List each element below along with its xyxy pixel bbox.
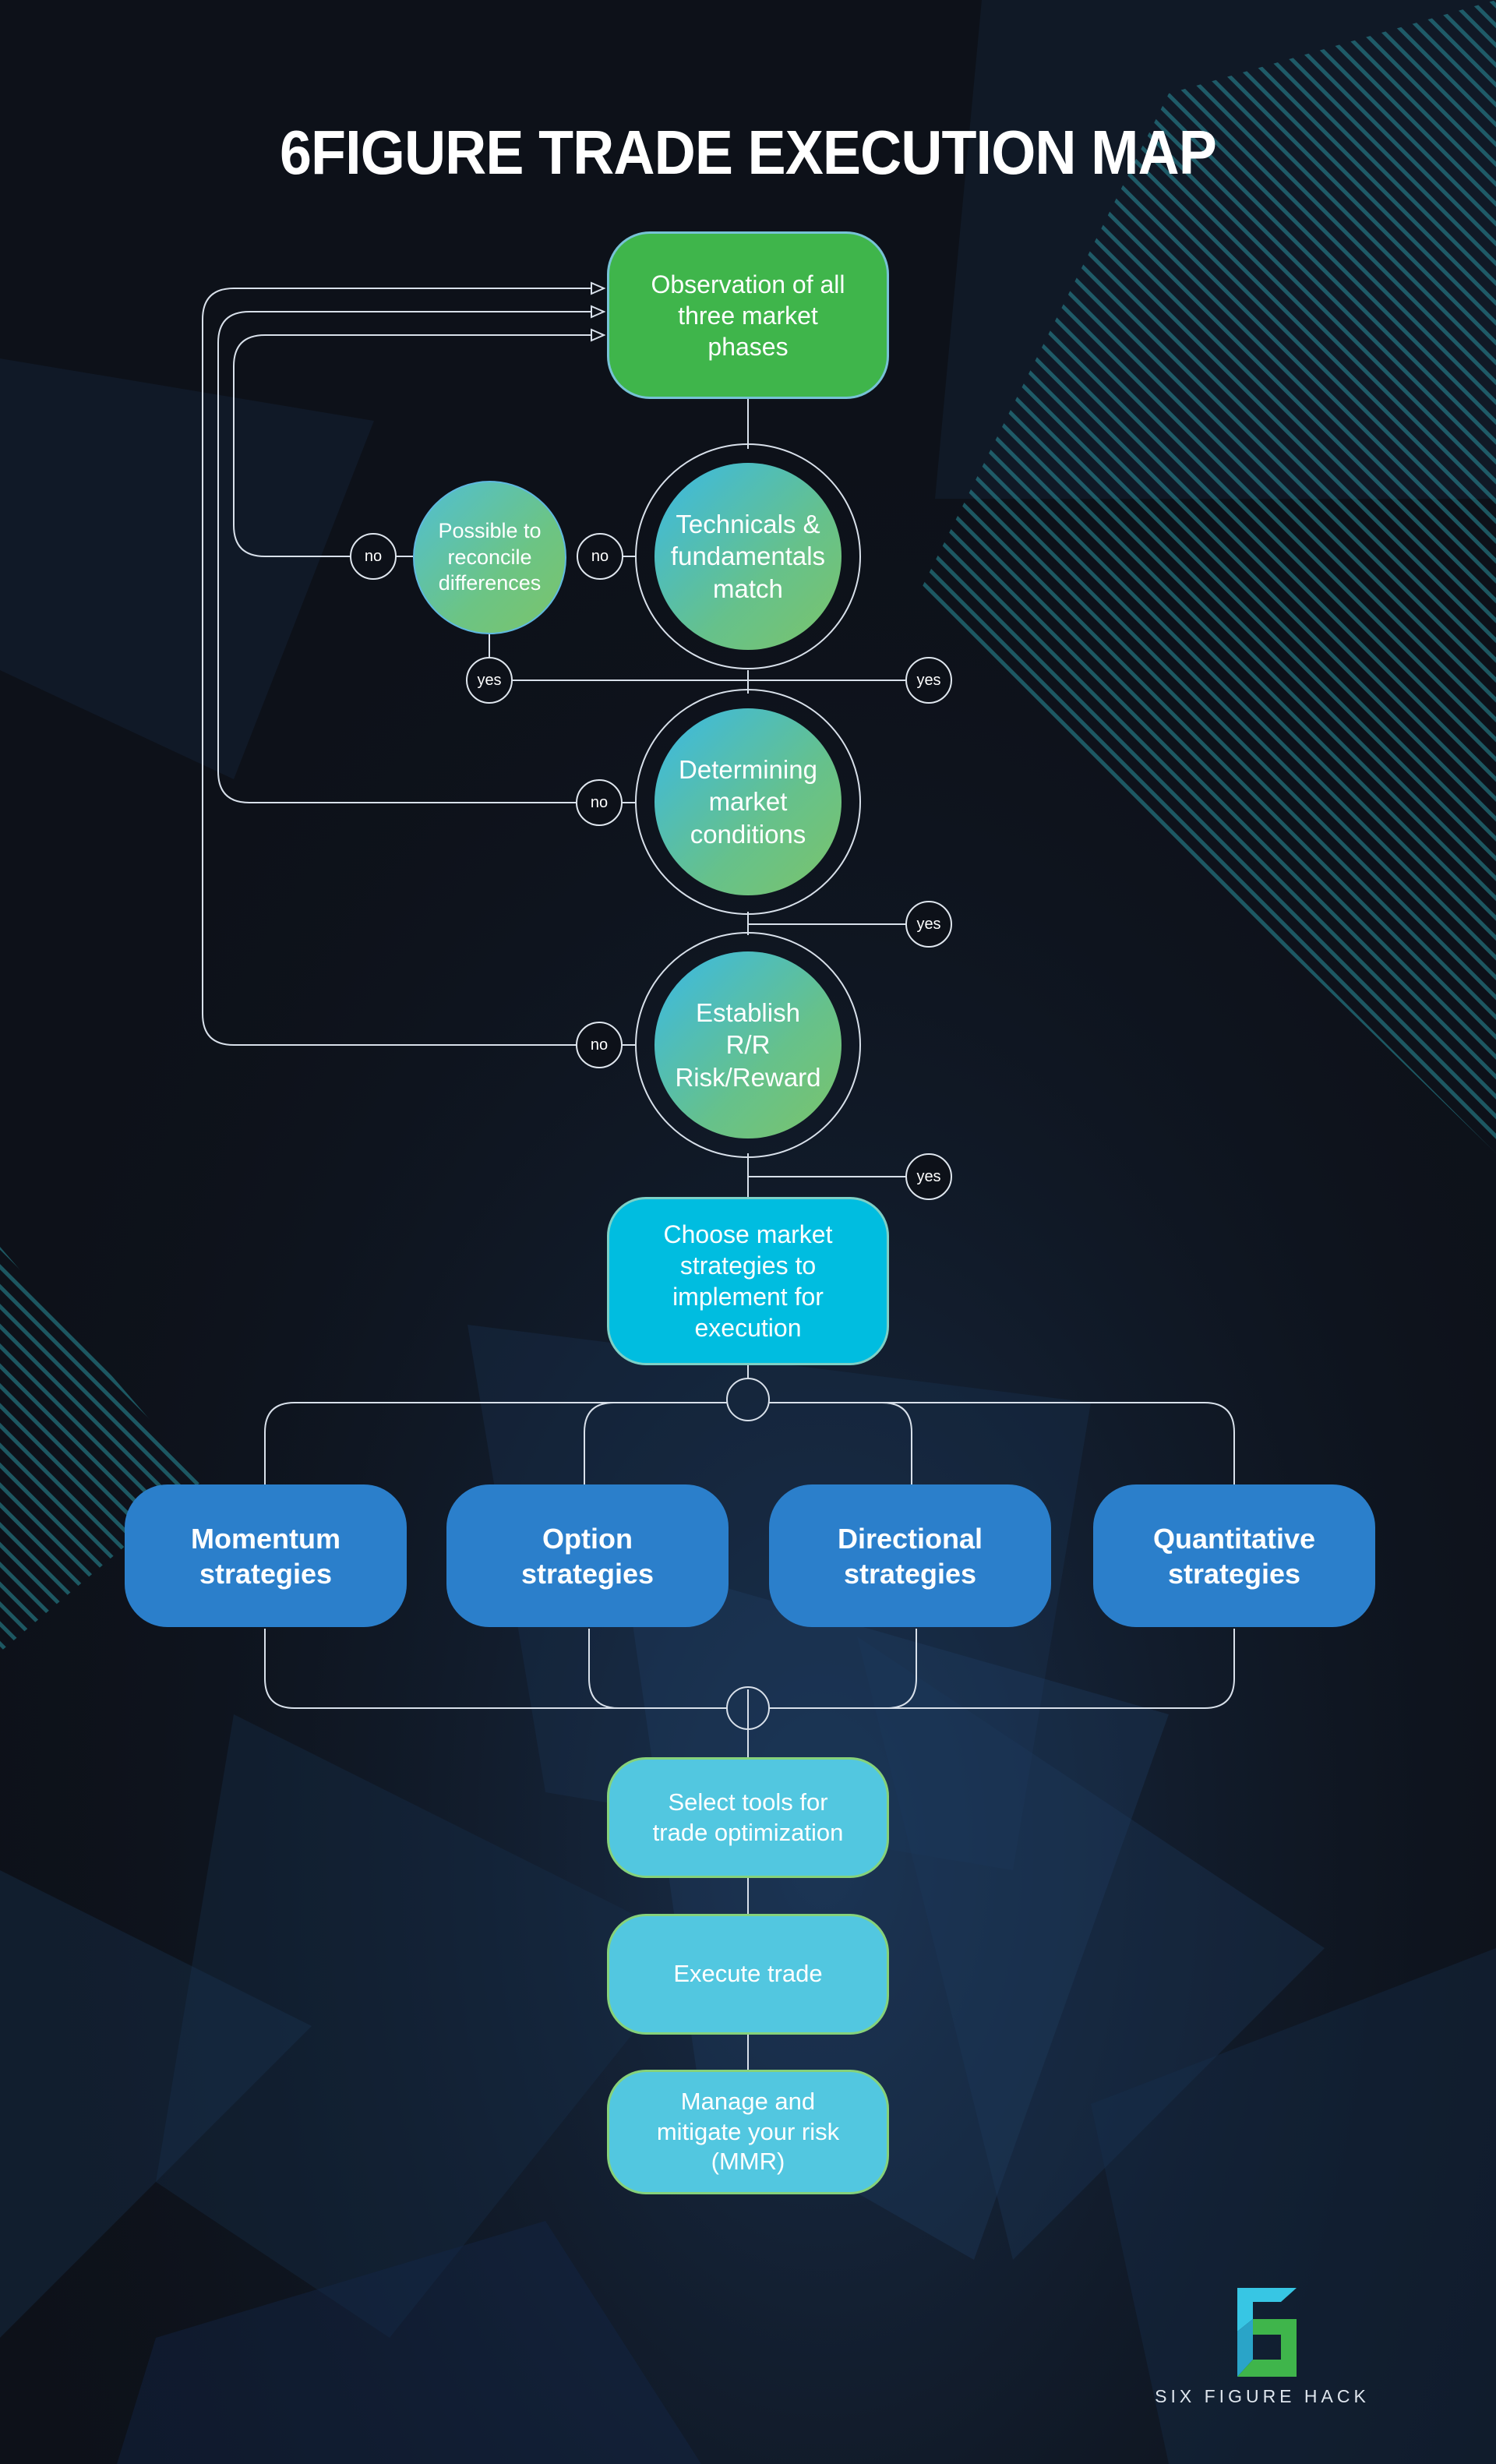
six-figure-hack-logo-icon [1237,2288,1297,2377]
node-execute-trade: Execute trade [607,1914,889,2035]
node-reconcile: Possible to reconcile differences [413,481,566,634]
node-manage-risk: Manage and mitigate your risk (MMR) [607,2070,889,2194]
loop-conditions-no [217,312,604,803]
node-choose-strategies: Choose market strategies to implement fo… [607,1197,889,1365]
badge-no-conditions: no [576,779,623,826]
node-select-tools: Select tools for trade optimization [607,1757,889,1878]
branch-inner-top [584,1402,727,1484]
strategy-momentum: Momentum strategies [125,1484,407,1627]
loop-reconcile-no [233,335,604,557]
loop-rr-no [202,288,604,1046]
ring-risk-reward [635,932,861,1158]
branch-outer-bottom [264,1629,727,1709]
strategy-quantitative: Quantitative strategies [1093,1484,1375,1627]
ring-market-conditions [635,689,861,915]
badge-yes-conditions: yes [905,901,952,948]
node-technicals: Technicals & fundamentals match [654,463,842,650]
node-market-conditions: Determining market conditions [654,708,842,895]
ring-technicals [635,443,861,669]
strategy-directional: Directional strategies [769,1484,1051,1627]
node-risk-reward: Establish R/R Risk/Reward [654,951,842,1138]
badge-yes-technicals: yes [905,657,952,704]
branch-inner-bottom [588,1629,727,1709]
badge-no-risk-reward: no [576,1022,623,1068]
page-title: 6FIGURE TRADE EXECUTION MAP [280,118,1217,187]
branch-outer-top [264,1402,727,1484]
badge-yes-reconcile: yes [466,657,513,704]
strategy-option: Option strategies [446,1484,729,1627]
badge-no-technicals: no [577,533,623,580]
badge-no-reconcile: no [350,533,397,580]
logo-text: SIX FIGURE HACK [1155,2386,1370,2406]
node-observation: Observation of all three market phases [607,231,889,399]
badge-yes-risk-reward: yes [905,1153,952,1200]
